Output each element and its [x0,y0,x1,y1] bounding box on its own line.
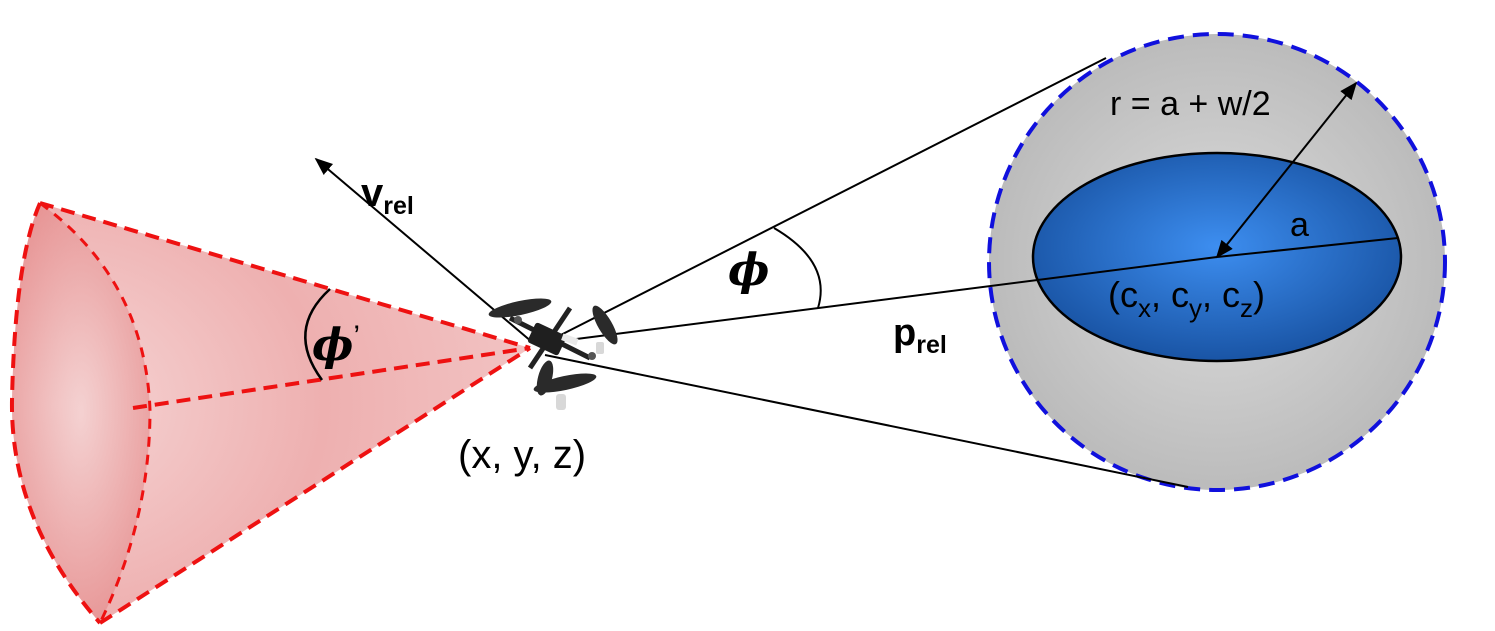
upper-tangent-line [544,57,1107,344]
semi-axis-a-label: a [1290,206,1309,244]
tangent-lines [544,57,1218,488]
collision-cone [9,201,532,625]
relative-position-label: prel [893,312,947,359]
radius-r-arrow [1215,81,1358,259]
ellipsoid-center-label: (cx, cy, cz) [1108,274,1265,323]
radius-equation-label: r = a + w/2 [1110,85,1271,123]
drone-position-label: (x, y, z) [458,433,586,477]
relative-position-line [544,256,1218,344]
radius-lines [1215,81,1399,259]
cone-body [11,203,530,623]
cone-axis [132,346,531,410]
cone-base-shade [11,203,150,623]
phi-prime-label: ϕ’ [312,320,360,371]
phi-angle-arc [773,227,822,309]
relative-velocity-label: vrel [361,171,414,220]
quadrotor-drone-icon [488,298,618,410]
phi-prime-angle-arc [304,288,331,381]
phi-label: ϕ [728,245,769,296]
lower-tangent-line [544,354,1189,488]
cone-lower-edge [98,346,532,625]
cone-base-outline [9,202,102,625]
cone-upper-edge [39,201,531,350]
cone-base-hidden-arc [39,201,152,624]
